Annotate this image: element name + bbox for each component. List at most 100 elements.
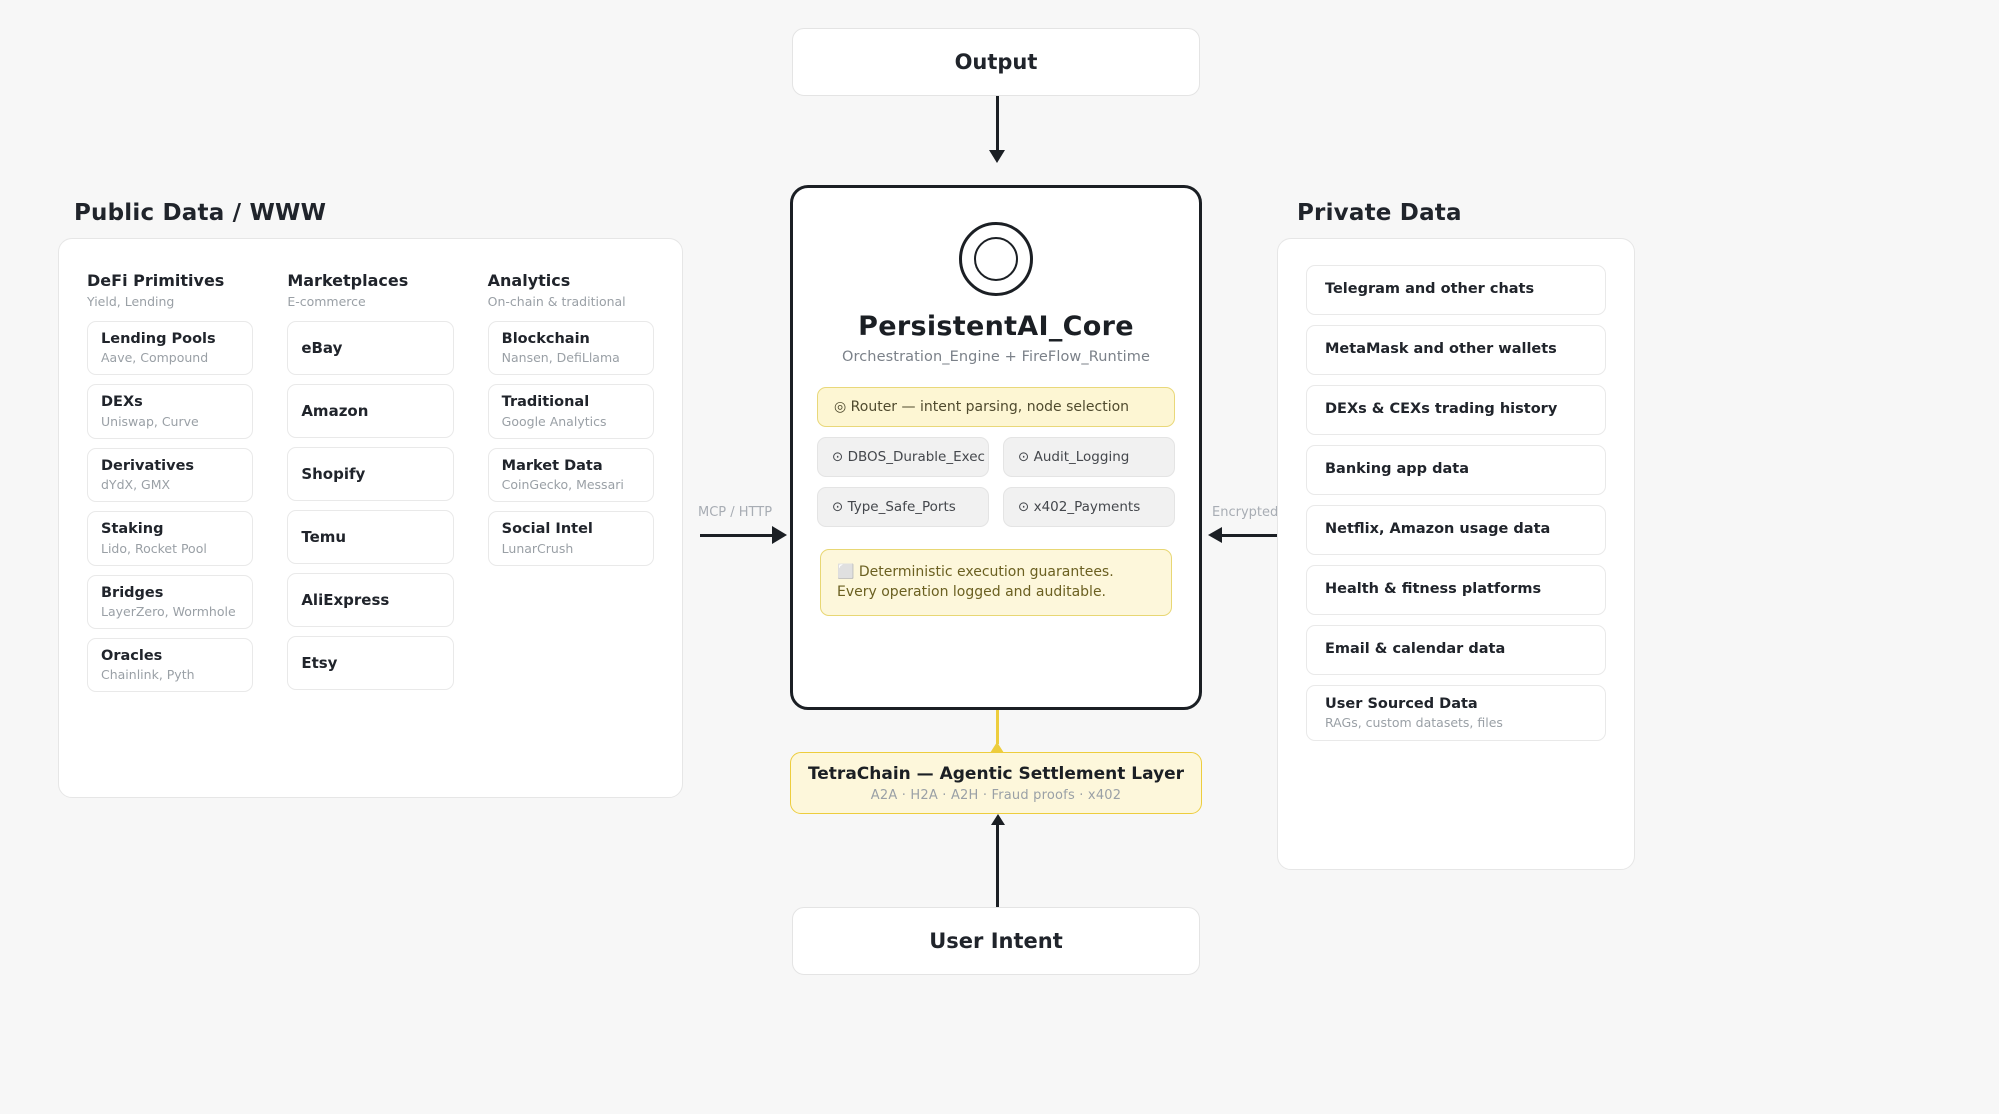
core-pill-row-2: ⊙ Type_Safe_Ports ⊙ x402_Payments	[817, 487, 1175, 527]
card-sub: Nansen, DefiLlama	[501, 350, 620, 366]
private-data-panel: Telegram and other chats MetaMask and ot…	[1277, 238, 1635, 870]
edge-intent-to-tetrachain-arrow	[991, 814, 1005, 825]
card-title: Telegram and other chats	[1325, 281, 1535, 298]
card-lending-pools[interactable]: Lending Pools Aave, Compound	[87, 321, 254, 376]
card-title: Market Data	[501, 457, 603, 474]
card-title: Traditional	[501, 394, 590, 411]
card-traditional[interactable]: Traditional Google Analytics	[487, 384, 654, 439]
card-title: Blockchain	[501, 331, 590, 347]
edge-private-to-core-line	[1222, 534, 1278, 537]
card-title: DEXs & CEXs trading history	[1325, 401, 1558, 418]
card-title: Social Intel	[501, 521, 593, 538]
card-derivatives[interactable]: Derivatives dYdX, GMX	[87, 447, 254, 503]
pill-dbos-durable-exec[interactable]: ⊙ DBOS_Durable_Exec	[817, 437, 989, 477]
card-title: Etsy	[301, 654, 338, 672]
card-title: Shopify	[301, 465, 366, 483]
tetrachain-subtitle: A2A · H2A · A2H · Fraud proofs · x402	[870, 787, 1122, 803]
tetrachain-title: TetraChain — Agentic Settlement Layer	[807, 763, 1185, 784]
edge-label-mcp-http: MCP / HTTP	[698, 505, 773, 520]
card-sub: LunarCrush	[501, 540, 574, 556]
core-title: PersistentAI_Core	[858, 311, 1134, 342]
determinism-note: ⬜ Deterministic execution guarantees. Ev…	[820, 549, 1172, 616]
column-sub: On-chain & traditional	[487, 294, 626, 309]
column-analytics: Analytics On-chain & traditional Blockch…	[487, 271, 654, 765]
card-sub: CoinGecko, Messari	[501, 477, 624, 493]
card-ebay[interactable]: eBay	[287, 321, 454, 375]
card-title: Netflix, Amazon usage data	[1325, 521, 1551, 538]
card-sub: Uniswap, Curve	[101, 413, 199, 429]
card-title: MetaMask and other wallets	[1325, 341, 1557, 358]
pill-audit-logging[interactable]: ⊙ Audit_Logging	[1003, 437, 1175, 477]
persistent-ai-core-node[interactable]: PersistentAI_Core Orchestration_Engine +…	[790, 185, 1202, 710]
private-item-user-sourced[interactable]: User Sourced Data RAGs, custom datasets,…	[1306, 685, 1606, 742]
column-sub: E-commerce	[287, 294, 366, 309]
card-title: Oracles	[101, 647, 163, 664]
private-item-banking[interactable]: Banking app data	[1306, 445, 1606, 495]
user-intent-node[interactable]: User Intent	[792, 907, 1200, 975]
pill-type-safe-ports[interactable]: ⊙ Type_Safe_Ports	[817, 487, 989, 527]
core-subtitle: Orchestration_Engine + FireFlow_Runtime	[841, 349, 1150, 365]
private-item-trading-history[interactable]: DEXs & CEXs trading history	[1306, 385, 1606, 435]
card-blockchain[interactable]: Blockchain Nansen, DefiLlama	[487, 321, 654, 376]
card-bridges[interactable]: Bridges LayerZero, Wormhole	[87, 574, 254, 629]
card-social-intel[interactable]: Social Intel LunarCrush	[487, 511, 654, 566]
card-title: Health & fitness platforms	[1325, 581, 1542, 598]
column-defi-primitives: DeFi Primitives Yield, Lending Lending P…	[87, 271, 254, 765]
card-title: DEXs	[101, 394, 143, 411]
determinism-note-line1: ⬜ Deterministic execution guarantees.	[837, 564, 1114, 580]
card-title: Bridges	[101, 584, 164, 601]
card-aliexpress[interactable]: AliExpress	[287, 573, 454, 627]
card-sub: RAGs, custom datasets, files	[1325, 715, 1503, 731]
edge-public-to-core-line	[700, 534, 774, 537]
edge-intent-to-tetrachain-line	[996, 822, 999, 908]
private-item-email-calendar[interactable]: Email & calendar data	[1306, 625, 1606, 675]
private-item-telegram[interactable]: Telegram and other chats	[1306, 265, 1606, 315]
private-item-metamask[interactable]: MetaMask and other wallets	[1306, 325, 1606, 375]
private-panel-title: Private Data	[1297, 200, 1462, 226]
tetrachain-settlement-node[interactable]: TetraChain — Agentic Settlement Layer A2…	[790, 752, 1202, 814]
card-market-data[interactable]: Market Data CoinGecko, Messari	[487, 447, 654, 503]
column-sub: Yield, Lending	[87, 294, 175, 309]
output-node-label: Output	[954, 50, 1038, 74]
public-columns: DeFi Primitives Yield, Lending Lending P…	[59, 239, 682, 797]
card-dexs[interactable]: DEXs Uniswap, Curve	[87, 384, 254, 439]
card-title: Derivatives	[101, 457, 195, 474]
edge-private-to-core-arrow	[1208, 527, 1222, 543]
private-item-usage-data[interactable]: Netflix, Amazon usage data	[1306, 505, 1606, 555]
card-oracles[interactable]: Oracles Chainlink, Pyth	[87, 637, 254, 693]
edge-core-to-tetrachain-line	[996, 710, 999, 744]
output-node[interactable]: Output	[792, 28, 1200, 96]
private-item-health-fitness[interactable]: Health & fitness platforms	[1306, 565, 1606, 615]
column-head: DeFi Primitives	[87, 271, 225, 290]
edge-output-to-core-line	[996, 96, 999, 152]
column-marketplaces: Marketplaces E-commerce eBay Amazon Shop…	[287, 271, 454, 765]
edge-public-to-core-arrow	[772, 526, 787, 544]
pill-x402-payments[interactable]: ⊙ x402_Payments	[1003, 487, 1175, 527]
edge-label-encrypted: Encrypted	[1212, 505, 1279, 520]
card-title: Lending Pools	[101, 331, 216, 347]
card-title: User Sourced Data	[1325, 696, 1478, 712]
card-amazon[interactable]: Amazon	[287, 384, 454, 438]
card-etsy[interactable]: Etsy	[287, 636, 454, 690]
core-pill-row-1: ⊙ DBOS_Durable_Exec ⊙ Audit_Logging	[817, 437, 1175, 477]
concentric-ring-icon	[959, 222, 1033, 296]
card-shopify[interactable]: Shopify	[287, 447, 454, 501]
private-items-list: Telegram and other chats MetaMask and ot…	[1278, 239, 1634, 869]
card-title: Amazon	[301, 402, 369, 420]
card-title: Banking app data	[1325, 461, 1469, 478]
column-head: Marketplaces	[287, 271, 409, 290]
router-pill[interactable]: ◎ Router — intent parsing, node selectio…	[817, 387, 1175, 427]
card-title: Staking	[101, 521, 164, 538]
public-panel-title: Public Data / WWW	[74, 200, 327, 226]
card-sub: dYdX, GMX	[101, 477, 171, 493]
card-temu[interactable]: Temu	[287, 510, 454, 564]
card-title: Email & calendar data	[1325, 641, 1506, 658]
user-intent-node-label: User Intent	[929, 929, 1063, 953]
card-sub: Chainlink, Pyth	[101, 667, 195, 683]
card-staking[interactable]: Staking Lido, Rocket Pool	[87, 511, 254, 566]
card-sub: Aave, Compound	[101, 350, 209, 366]
card-title: AliExpress	[301, 591, 390, 609]
card-title: eBay	[301, 339, 343, 357]
card-sub: Google Analytics	[501, 413, 607, 429]
